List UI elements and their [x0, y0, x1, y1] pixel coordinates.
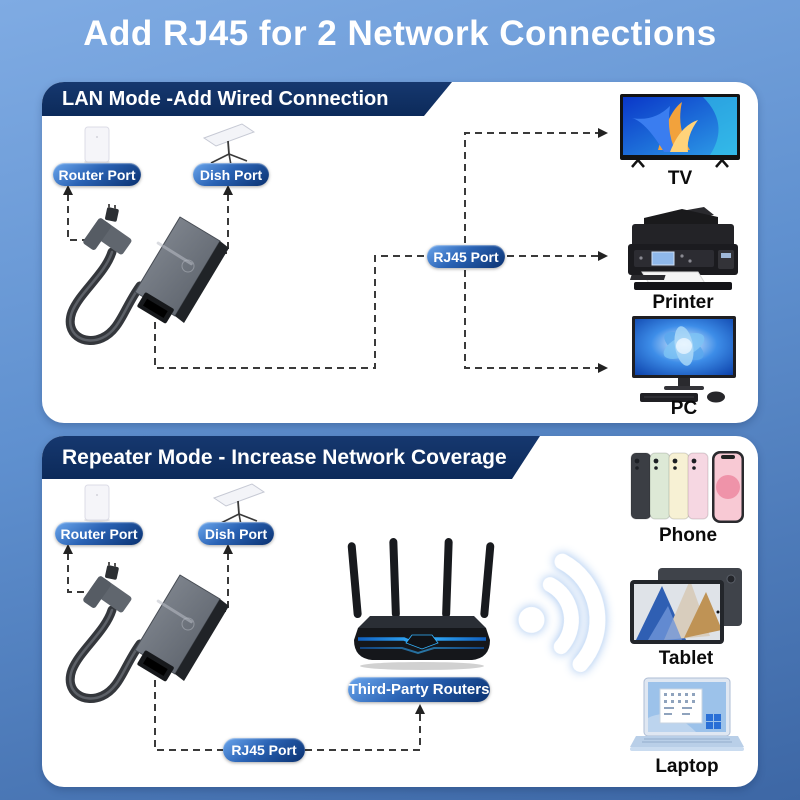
lan-mode-header: LAN Mode -Add Wired Connection	[42, 82, 452, 116]
pc-label: PC	[670, 398, 698, 419]
phone-label: Phone	[658, 525, 718, 546]
tv-image	[618, 92, 742, 170]
laptop-label: Laptop	[655, 756, 719, 777]
rj45-adapter-image	[50, 562, 260, 722]
router-port-label: Router Port	[53, 163, 141, 186]
rj45-port-label: RJ45 Port	[223, 738, 305, 762]
wifi-signal-icon	[505, 542, 625, 682]
tablet-image	[628, 566, 744, 647]
printer-image	[624, 206, 742, 292]
starlink-dish-icon	[208, 482, 268, 526]
router-port-label: Router Port	[55, 522, 143, 545]
third-party-router-image	[332, 536, 512, 676]
third-party-routers-label: Third-Party Routers	[348, 677, 490, 702]
printer-label: Printer	[652, 292, 714, 313]
phone-image	[630, 449, 746, 525]
laptop-image	[630, 676, 744, 754]
repeater-mode-header-text: Repeater Mode - Increase Network Coverag…	[62, 445, 507, 469]
lan-mode-header-text: LAN Mode -Add Wired Connection	[62, 87, 389, 110]
repeater-mode-panel: Repeater Mode - Increase Network Coverag…	[42, 436, 758, 787]
repeater-mode-header: Repeater Mode - Increase Network Coverag…	[42, 436, 540, 479]
page-title: Add RJ45 for 2 Network Connections	[83, 14, 717, 53]
rj45-adapter-image	[50, 204, 260, 364]
lan-mode-panel: LAN Mode -Add Wired Connection	[42, 82, 758, 423]
rj45-port-label: RJ45 Port	[427, 245, 505, 268]
dish-port-label: Dish Port	[193, 163, 269, 186]
tablet-label: Tablet	[658, 648, 714, 669]
pc-image	[624, 316, 744, 404]
starlink-router-icon	[82, 126, 112, 164]
starlink-dish-icon	[198, 122, 258, 166]
tv-label: TV	[667, 168, 693, 189]
dish-port-label: Dish Port	[198, 522, 274, 545]
starlink-router-icon	[82, 484, 112, 522]
